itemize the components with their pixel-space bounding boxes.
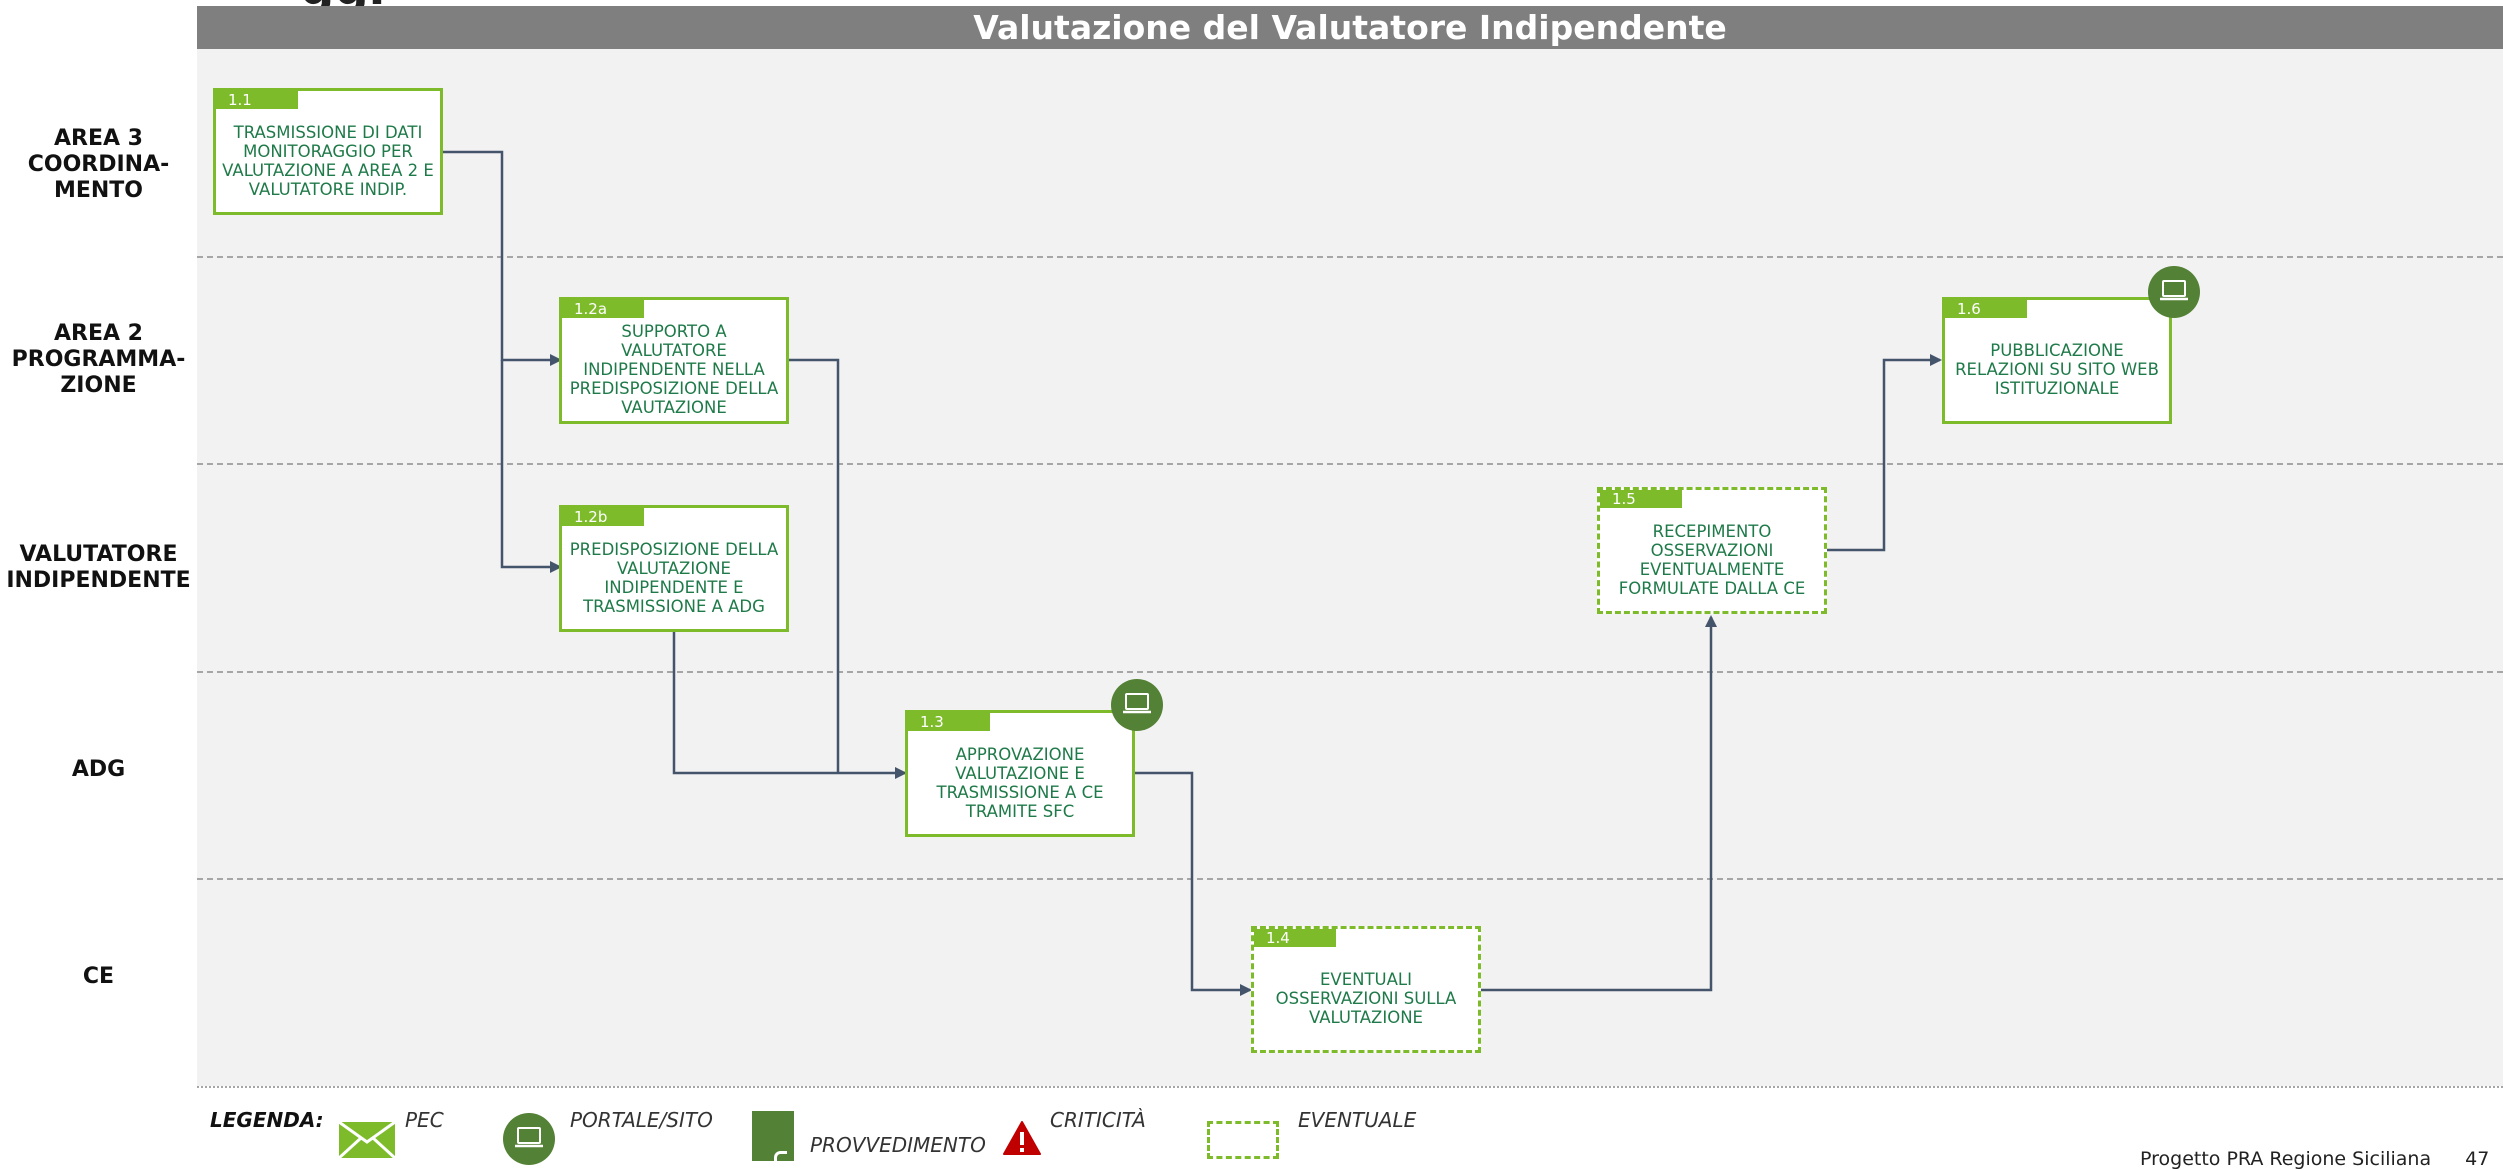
connector-1.2a-to-1.3 <box>787 358 840 773</box>
step-id-tag: 1.3 <box>908 713 990 731</box>
step-id-tag: 1.5 <box>1600 490 1682 508</box>
legend-provvedimento: PROVVEDIMENTO <box>810 1133 986 1157</box>
process-step-1-1[interactable]: 1.1 TRASMISSIONE DI DATI MONITORAGGIO PE… <box>213 88 443 215</box>
lane-label-area2: AREA 2 PROGRAMMA- ZIONE <box>11 321 186 398</box>
footer: Progetto PRA Regione Siciliana 47 <box>2140 1148 2489 1170</box>
legend-criticita: CRITICITÀ <box>1050 1108 1146 1132</box>
lane-separator <box>197 671 2503 673</box>
process-step-1-3[interactable]: 1.3 APPROVAZIONE VALUTAZIONE E TRASMISSI… <box>905 710 1135 837</box>
process-step-1-5[interactable]: 1.5 RECEPIMENTO OSSERVAZIONI EVENTUALMEN… <box>1597 487 1827 614</box>
portal-computer-icon <box>2148 266 2200 318</box>
page-number: 47 <box>2465 1148 2490 1170</box>
step-id-tag: 1.6 <box>1945 300 2027 318</box>
step-text: PUBBLICAZIONE RELAZIONI SU SITO WEB ISTI… <box>1955 341 2159 398</box>
lane-separator <box>197 878 2503 880</box>
legend-eventuale: EVENTUALE <box>1298 1108 1417 1132</box>
legend-title: LEGENDA: <box>210 1108 324 1132</box>
lane-label-valutatore: VALUTATORE INDIPENDENTE <box>6 542 191 593</box>
slide-title-clipped: ggi <box>300 0 650 6</box>
portal-computer-icon <box>503 1113 555 1165</box>
diagram-title: Valutazione del Valutatore Indipendente <box>197 6 2503 49</box>
process-step-1-2b[interactable]: 1.2b PREDISPOSIZIONE DELLA VALUTAZIONE I… <box>559 505 789 632</box>
step-text: RECEPIMENTO OSSERVAZIONI EVENTUALMENTE F… <box>1618 521 1806 598</box>
lane-label-ce: CE <box>82 964 115 989</box>
connector-1.2b-to-1.3 <box>672 630 907 779</box>
step-id-tag: 1.2a <box>562 300 644 318</box>
step-id-tag: 1.4 <box>1254 929 1336 947</box>
process-step-1-4[interactable]: 1.4 EVENTUALI OSSERVAZIONI SULLA VALUTAZ… <box>1251 926 1481 1053</box>
warning-triangle-icon <box>1003 1121 1041 1155</box>
step-text: PREDISPOSIZIONE DELLA VALUTAZIONE INDIPE… <box>569 539 779 616</box>
connector-1.4-to-1.5 <box>1479 615 1717 992</box>
connector-1.3-to-1.4 <box>1133 771 1252 996</box>
lane-separator <box>197 256 2503 258</box>
process-step-1-6[interactable]: 1.6 PUBBLICAZIONE RELAZIONI SU SITO WEB … <box>1942 297 2172 424</box>
portal-computer-icon <box>1111 679 1163 731</box>
provvedimento-icon <box>752 1111 794 1164</box>
connector-1.1-to-1.2b <box>500 360 562 573</box>
step-text: APPROVAZIONE VALUTAZIONE E TRASMISSIONE … <box>936 744 1104 821</box>
connector-1.5-to-1.6 <box>1825 354 1942 552</box>
footer-text: Progetto PRA Regione Siciliana <box>2140 1148 2432 1170</box>
step-id-tag: 1.2b <box>562 508 644 526</box>
pec-envelope-icon <box>339 1122 395 1158</box>
lane-separator <box>197 463 2503 465</box>
eventuale-dashed-box-icon <box>1207 1121 1279 1159</box>
lane-label-area3: AREA 3 COORDINA- MENTO <box>27 126 170 203</box>
legend-pec: PEC <box>405 1108 444 1132</box>
connector-1.1-to-1.2a <box>440 150 562 366</box>
process-step-1-2a[interactable]: 1.2a SUPPORTO A VALUTATORE INDIPENDENTE … <box>559 297 789 424</box>
step-text: TRASMISSIONE DI DATI MONITORAGGIO PER VA… <box>222 122 434 199</box>
step-id-tag: 1.1 <box>216 91 298 109</box>
slide-title-fragment: ggi <box>300 0 385 6</box>
lane-bottom-border <box>197 1086 2503 1088</box>
step-text: SUPPORTO A VALUTATORE INDIPENDENTE NELLA… <box>569 322 779 417</box>
lane-label-adg: ADG <box>71 757 126 782</box>
step-text: EVENTUALI OSSERVAZIONI SULLA VALUTAZIONE <box>1275 970 1457 1027</box>
legend-portale: PORTALE/SITO <box>570 1108 713 1132</box>
